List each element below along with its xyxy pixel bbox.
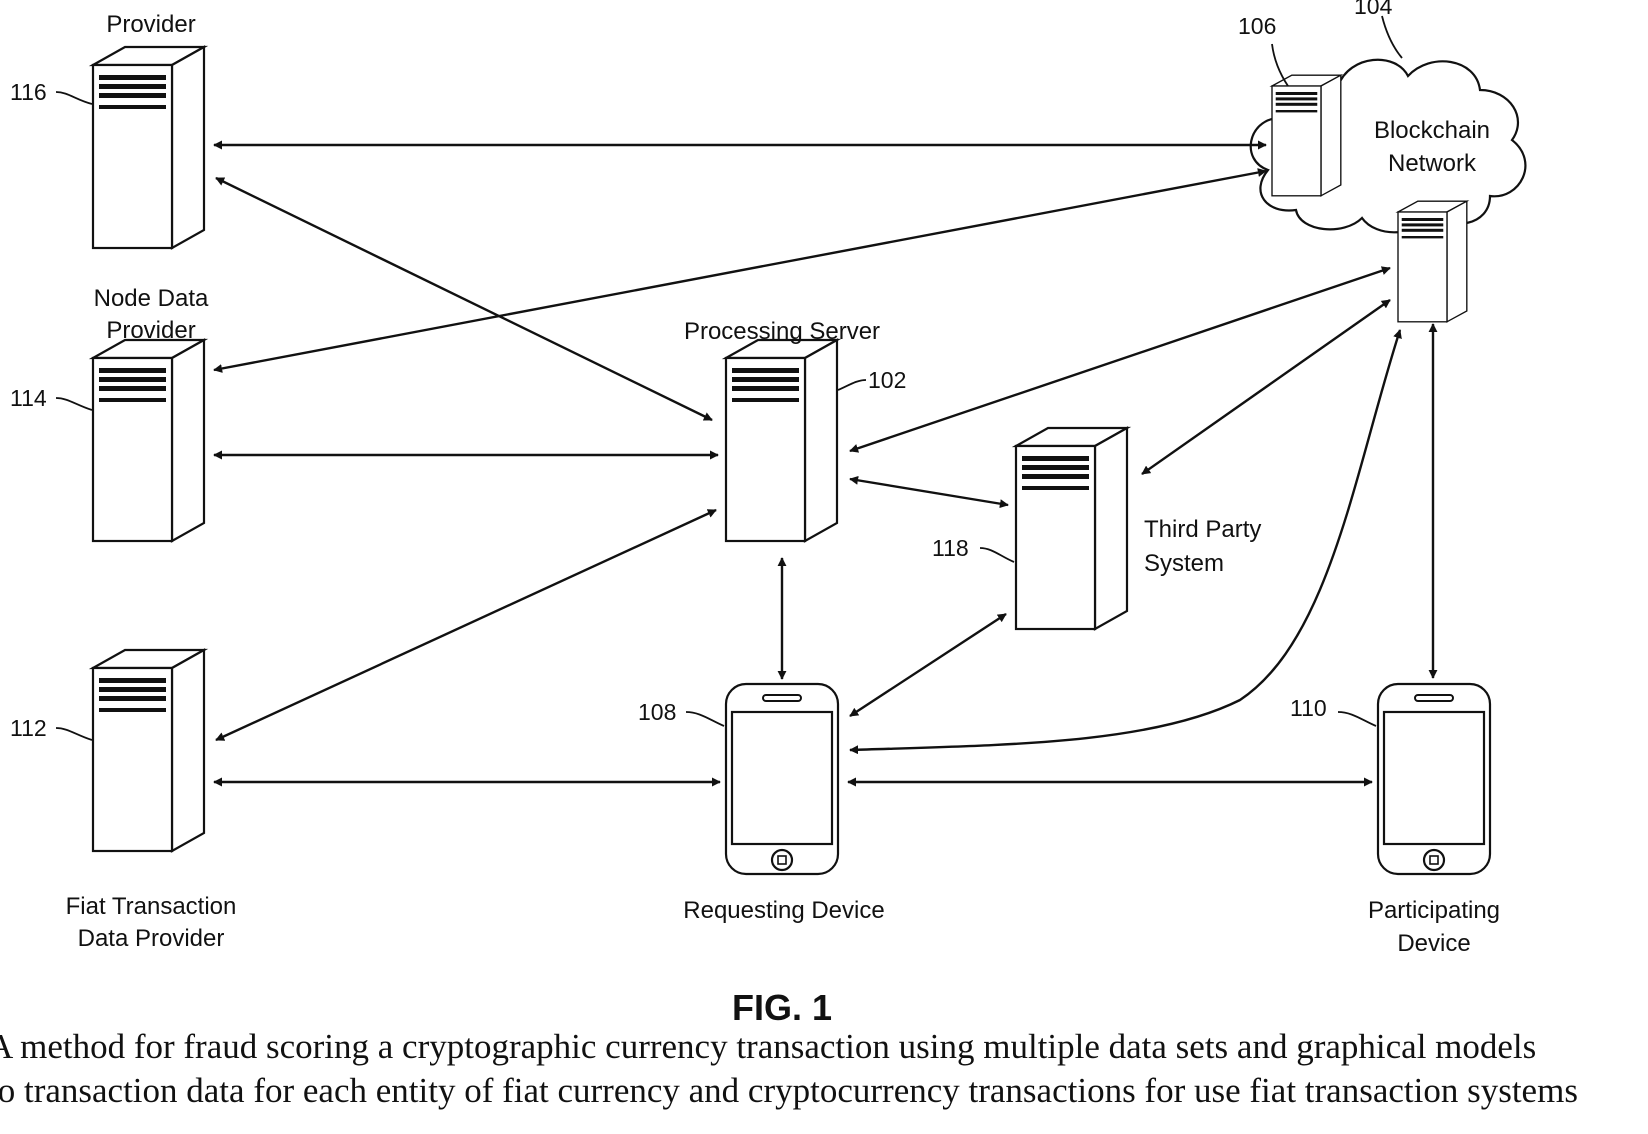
- fiat-transaction-provider-ref-number: 112: [10, 715, 47, 741]
- blockchain-network-label: Blockchain: [1374, 117, 1490, 144]
- participating-device-ref-number: 110: [1290, 695, 1327, 721]
- processing-server-ref-number: 102: [868, 367, 906, 393]
- third-party-system-server-icon: [1016, 428, 1127, 629]
- leader-110: [1338, 712, 1376, 726]
- participating-device-label: Device: [1397, 930, 1470, 957]
- blockchain-node-server-icon: [1272, 75, 1341, 196]
- figure-title: FIG. 1: [732, 987, 832, 1028]
- third-party-system-ref-number: 118: [932, 535, 969, 561]
- processing-server-icon: [726, 340, 837, 541]
- arrow-processing-server-third-party: [850, 479, 1008, 505]
- fiat-transaction-provider-label: Fiat Transaction: [66, 893, 237, 920]
- provider-server-icon: [93, 47, 204, 248]
- leader-102: [838, 380, 866, 390]
- leader-118: [980, 548, 1014, 562]
- provider-label: Provider: [106, 11, 195, 38]
- blockchain-node-ref-number: 106: [1238, 13, 1276, 39]
- leader-116: [56, 92, 92, 104]
- requesting-device-label: Requesting Device: [683, 897, 884, 924]
- blockchain-network-label: Network: [1388, 150, 1477, 177]
- fiat-transaction-provider-label: Data Provider: [78, 925, 225, 952]
- leader-108: [686, 712, 724, 726]
- node-data-provider-ref-number: 114: [10, 385, 47, 411]
- node-data-provider-label: Node Data: [94, 285, 209, 312]
- leader-114: [56, 398, 92, 410]
- blockchain-node-server-icon: [1398, 201, 1467, 322]
- requesting-device-ref-number: 108: [638, 699, 676, 725]
- leader-104: [1382, 16, 1402, 58]
- third-party-system-label: Third Party: [1144, 516, 1261, 543]
- arrow-third-party-requesting-device: [850, 614, 1006, 716]
- fiat-transaction-provider-server-icon: [93, 650, 204, 851]
- participating-device-phone-icon: [1378, 684, 1490, 874]
- node-data-provider-server-icon: [93, 340, 204, 541]
- requesting-device-phone-icon: [726, 684, 838, 874]
- caption-line-2: to transaction data for each entity of f…: [0, 1069, 1648, 1113]
- node-data-provider-label: Provider: [106, 317, 195, 344]
- participating-device-label: Participating: [1368, 897, 1500, 924]
- abstract-caption: A method for fraud scoring a cryptograph…: [0, 1025, 1648, 1134]
- caption-line-1: A method for fraud scoring a cryptograph…: [0, 1025, 1648, 1069]
- arrow-provider-processing-server: [216, 178, 712, 420]
- provider-ref-number: 116: [10, 79, 47, 105]
- arrow-processing-server-blockchain: [850, 268, 1390, 451]
- arrow-third-party-blockchain: [1142, 300, 1390, 474]
- leader-112: [56, 728, 92, 740]
- blockchain-network-ref-number: 104: [1354, 0, 1393, 19]
- third-party-system-label: System: [1144, 550, 1224, 577]
- processing-server-label: Processing Server: [684, 318, 880, 345]
